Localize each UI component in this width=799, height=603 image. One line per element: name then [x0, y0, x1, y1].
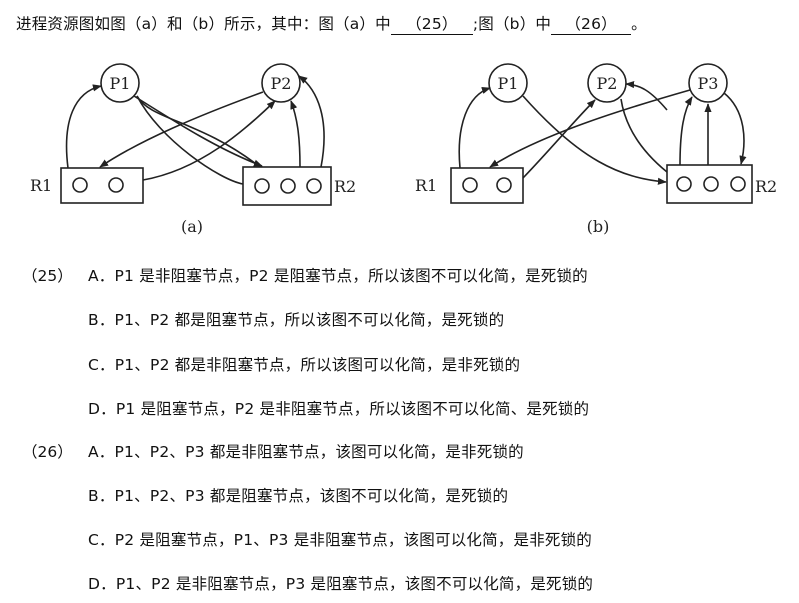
question-text-before: 进程资源图如图（a）和（b）所示，其中：图（a）中 — [16, 15, 391, 33]
blank-25: （25） — [390, 12, 473, 35]
question-text-end: 。 — [631, 15, 647, 33]
resource-box-a-r1 — [60, 167, 144, 204]
q25-option-d[interactable]: D．P1 是阻塞节点，P2 是非阻塞节点，所以该图不可以化简、是死锁的 — [88, 400, 590, 418]
resource-allocation-diagrams: P1 P2 R1 R2 (a) P1 — [30, 63, 777, 236]
q26-number: （26） — [22, 443, 73, 461]
diagram-a — [60, 63, 332, 206]
question-text-mid: ;图（b）中 — [472, 15, 552, 33]
q26-option-c[interactable]: C．P2 是阻塞节点，P1、P3 是非阻塞节点，该图可以化简，是非死锁的 — [88, 531, 593, 549]
label-b-r2: R2 — [755, 177, 777, 196]
label-a-p2: P2 — [271, 74, 292, 93]
blank-26: （26） — [551, 12, 632, 35]
label-a-r2: R2 — [334, 177, 356, 196]
caption-a: (a) — [181, 217, 203, 236]
label-a-r1: R1 — [30, 176, 52, 195]
q25-option-c[interactable]: C．P1、P2 都是非阻塞节点，所以该图可以化简，是非死锁的 — [88, 356, 521, 374]
resource-box-a-r2 — [242, 166, 332, 206]
q26-option-a[interactable]: A．P1、P2、P3 都是非阻塞节点，该图可以化简，是非死锁的 — [88, 443, 524, 461]
process-node-b-p1 — [488, 63, 528, 103]
q26-option-d[interactable]: D．P1、P2 是非阻塞节点，P3 是阻塞节点，该图不可以化简，是死锁的 — [88, 575, 594, 593]
question-stem: 进程资源图如图（a）和（b）所示，其中：图（a）中（25）;图（b）中（26）。 — [16, 12, 647, 35]
caption-b: (b) — [587, 217, 610, 236]
process-node-b-p3 — [688, 63, 728, 103]
label-b-p3: P3 — [698, 74, 719, 93]
process-node-a-p1 — [100, 63, 140, 103]
label-a-p1: P1 — [110, 74, 131, 93]
resource-box-b-r2 — [666, 164, 753, 204]
q25-number: （25） — [22, 267, 73, 285]
resource-box-b-r1 — [450, 167, 524, 204]
q25-option-a[interactable]: A．P1 是非阻塞节点，P2 是阻塞节点，所以该图不可以化简，是死锁的 — [88, 267, 588, 285]
q26-option-b[interactable]: B．P1、P2、P3 都是阻塞节点，该图不可以化简，是死锁的 — [88, 487, 509, 505]
label-b-r1: R1 — [415, 176, 437, 195]
label-b-p1: P1 — [498, 74, 519, 93]
label-b-p2: P2 — [597, 74, 618, 93]
diagram-b — [450, 63, 753, 204]
q25-option-b[interactable]: B．P1、P2 都是阻塞节点，所以该图不可以化简，是死锁的 — [88, 311, 505, 329]
